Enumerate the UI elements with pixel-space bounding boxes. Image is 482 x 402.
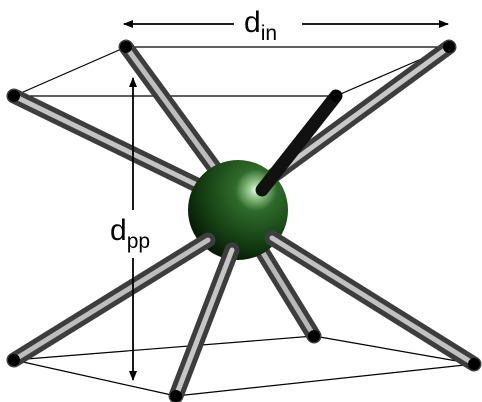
- rod-bottom-front-shine: [173, 247, 235, 399]
- vertex-atoms: [8, 41, 480, 402]
- rod-bottom-right-shine: [269, 235, 477, 367]
- d-in-dimension: din: [123, 6, 449, 45]
- edge-bottom-right-front: [175, 363, 475, 397]
- vertex-bottom-front: [170, 390, 182, 402]
- rod-top-right-front: [255, 89, 343, 197]
- polyhedron-edges: [13, 46, 475, 397]
- vertex-top-right-front: [330, 90, 342, 102]
- d-pp-label: dpp: [110, 214, 150, 253]
- vertex-bottom-back: [308, 330, 320, 342]
- edge-top-left: [13, 46, 127, 97]
- vertex-top-left-back: [120, 41, 132, 53]
- vertex-top-right-back: [443, 41, 455, 53]
- rods-front: [6, 89, 482, 402]
- d-pp-dimension: dpp: [110, 77, 150, 381]
- vertex-bottom-right: [468, 358, 480, 370]
- edge-bottom-left-back: [13, 335, 315, 361]
- edge-bottom-left-front: [13, 359, 177, 397]
- vertex-bottom-left: [8, 354, 20, 366]
- d-in-label: din: [244, 6, 277, 45]
- vertex-top-left-front: [8, 90, 20, 102]
- edge-bottom-right-back: [313, 335, 475, 365]
- rod-bottom-left-shine: [11, 237, 211, 363]
